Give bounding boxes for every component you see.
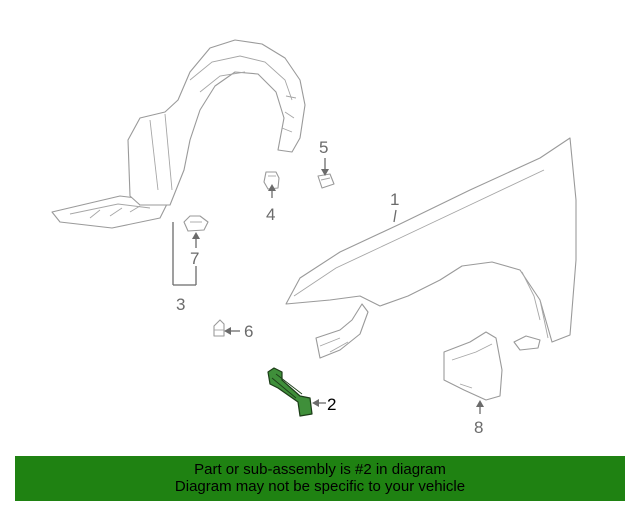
callout-6: 6 [244,322,253,341]
callout-3: 3 [176,295,185,314]
callout-8: 8 [474,418,483,437]
bolt-part-6[interactable] [213,319,225,337]
clip-part-4[interactable] [263,171,280,190]
clip-part-7[interactable] [183,215,209,232]
fender[interactable] [285,137,577,359]
nut-part-5[interactable] [317,173,335,189]
callout-7: 7 [190,249,199,268]
callout-2: 2 [327,395,336,414]
bracket-part-2[interactable] [267,367,313,417]
callout-1: 1 [390,190,399,209]
fender-liner[interactable] [51,39,306,229]
parts-diagram: 1 2 3 4 5 6 7 8 [51,39,577,437]
banner-line-2: Diagram may not be specific to your vehi… [174,478,466,495]
callout-5: 5 [319,138,328,157]
diagram-notice-banner: Part or sub-assembly is #2 in diagram Di… [15,456,625,501]
banner-line-1: Part or sub-assembly is #2 in diagram [194,461,446,478]
callout-4: 4 [266,205,275,224]
mud-guard[interactable] [443,331,503,401]
leader-lines [172,158,484,414]
